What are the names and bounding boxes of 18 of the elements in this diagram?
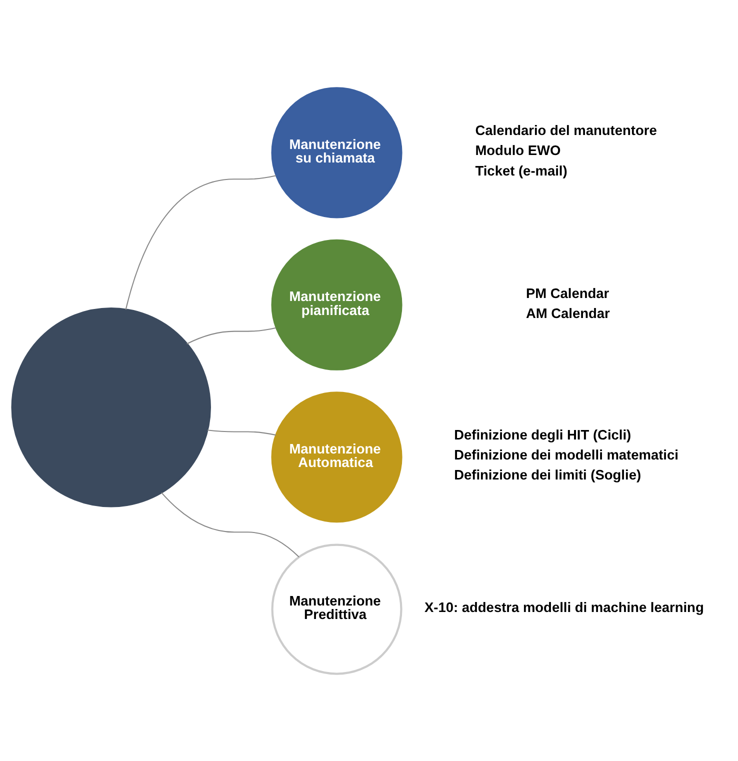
connector (161, 492, 300, 557)
node-label: Calendario del manutentore (475, 122, 657, 138)
node-label: Definizione degli HIT (Cicli) (454, 427, 632, 442)
node-label: Ticket (e-mail) (475, 162, 568, 178)
node-circle: Manutenzione Automatica (271, 391, 402, 522)
node-circle: Manutenzione pianificata (271, 238, 402, 370)
node-circle (11, 307, 211, 507)
node-label: AM Calendar (526, 306, 610, 321)
connector (125, 174, 276, 310)
node-label: Definizione dei limiti (Soglie) (454, 467, 642, 482)
node-circle: Manutenzione Predittiva (271, 543, 402, 674)
node-circle: Manutenzione su chiamata (271, 86, 402, 218)
node-label: X-10: addestra modelli di machine learning (424, 599, 704, 614)
node-label: Definizione dei modelli matematici (454, 447, 678, 462)
connector (186, 326, 276, 344)
connector (207, 429, 276, 436)
node-label: PM Calendar (526, 285, 610, 300)
node-label: Modulo EWO (475, 142, 561, 158)
